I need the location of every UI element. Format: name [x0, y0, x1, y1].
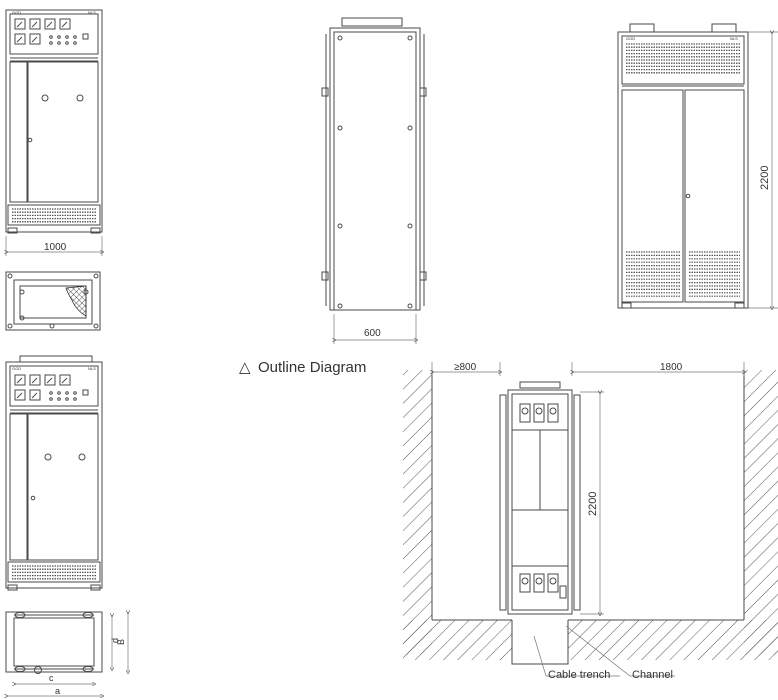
front-badge-right: NLS [88, 10, 96, 15]
base-label-B: B [116, 639, 126, 645]
floor [403, 620, 778, 660]
clearance-front-label: ≥800 [454, 362, 477, 373]
cable-trench [512, 616, 568, 666]
left-wall [403, 370, 432, 655]
rear-badge-left: GGD [626, 36, 635, 41]
meter-panel [14, 18, 89, 45]
lower-badge-right: NLS [88, 366, 96, 371]
knob-icon [41, 94, 49, 102]
front-badge-left: GGD [12, 10, 21, 15]
base-label-d: d [110, 638, 120, 643]
cutaway-mesh [65, 285, 87, 317]
rear-view: GGD NLS 2200 [617, 23, 778, 308]
top-plan [5, 271, 101, 331]
side-width-label: 600 [364, 328, 381, 339]
diagram-title: Outline Diagram [258, 359, 367, 376]
side-view: 600 [321, 17, 427, 344]
base-label-a: a [55, 686, 60, 696]
lower-badge-left: GGD [12, 366, 21, 371]
door-handle-icon [27, 137, 33, 143]
base-label-c: c [49, 673, 54, 683]
knob-icon [76, 94, 84, 102]
rear-badge-right: NLS [730, 36, 738, 41]
front-view-lower: GGD NLS [5, 355, 103, 591]
title-triangle-icon: △ [239, 358, 251, 376]
cable-trench-callout: Cable trench [548, 669, 610, 681]
front-width-label: 1000 [44, 242, 67, 253]
rear-height-label: 2200 [759, 166, 771, 190]
channel-callout: Channel [632, 669, 673, 681]
install-height-label: 2200 [587, 492, 599, 516]
right-wall [744, 370, 778, 655]
installation-diagram: ≥800 1800 2200 Cable trench Channel [403, 362, 778, 681]
clearance-rear-label: 1800 [660, 362, 683, 373]
front-view: GGD NLS 1000 [6, 9, 102, 256]
base-plan: c a d B [6, 612, 128, 696]
